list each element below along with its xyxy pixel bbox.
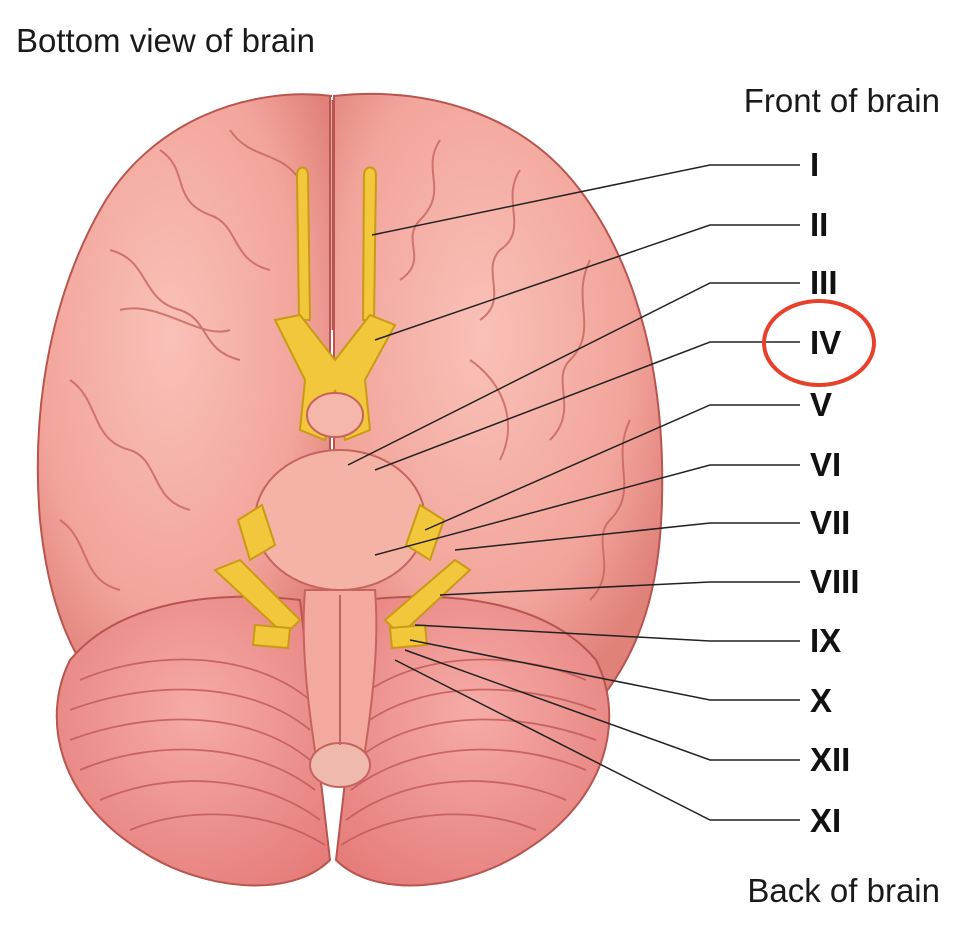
nerve-label-v: V — [810, 386, 833, 423]
highlight-circle — [762, 299, 876, 387]
brainstem — [254, 449, 426, 788]
nerve-label-x: X — [810, 682, 833, 719]
nerve-label-ix: IX — [810, 622, 842, 659]
nerve-label-iv: IV — [810, 324, 842, 361]
front-of-brain-label: Front of brain — [743, 82, 940, 119]
nerve-label-i: I — [810, 146, 820, 183]
nerve-label-viii: VIII — [810, 563, 860, 600]
nerve-label-xii: XII — [810, 741, 851, 778]
nerve-label-ii: II — [810, 206, 829, 243]
nerve-label-xi: XI — [810, 802, 842, 839]
back-of-brain-label: Back of brain — [747, 872, 940, 909]
leader-lines — [347, 164, 800, 821]
nerve-label-vi: VI — [810, 446, 842, 483]
cranial-nerves — [213, 166, 472, 650]
cerebellum — [55, 595, 611, 887]
nerve-label-iii: III — [810, 264, 838, 301]
nerve-label-vii: VII — [810, 504, 851, 541]
diagram-title: Bottom view of brain — [16, 22, 315, 59]
